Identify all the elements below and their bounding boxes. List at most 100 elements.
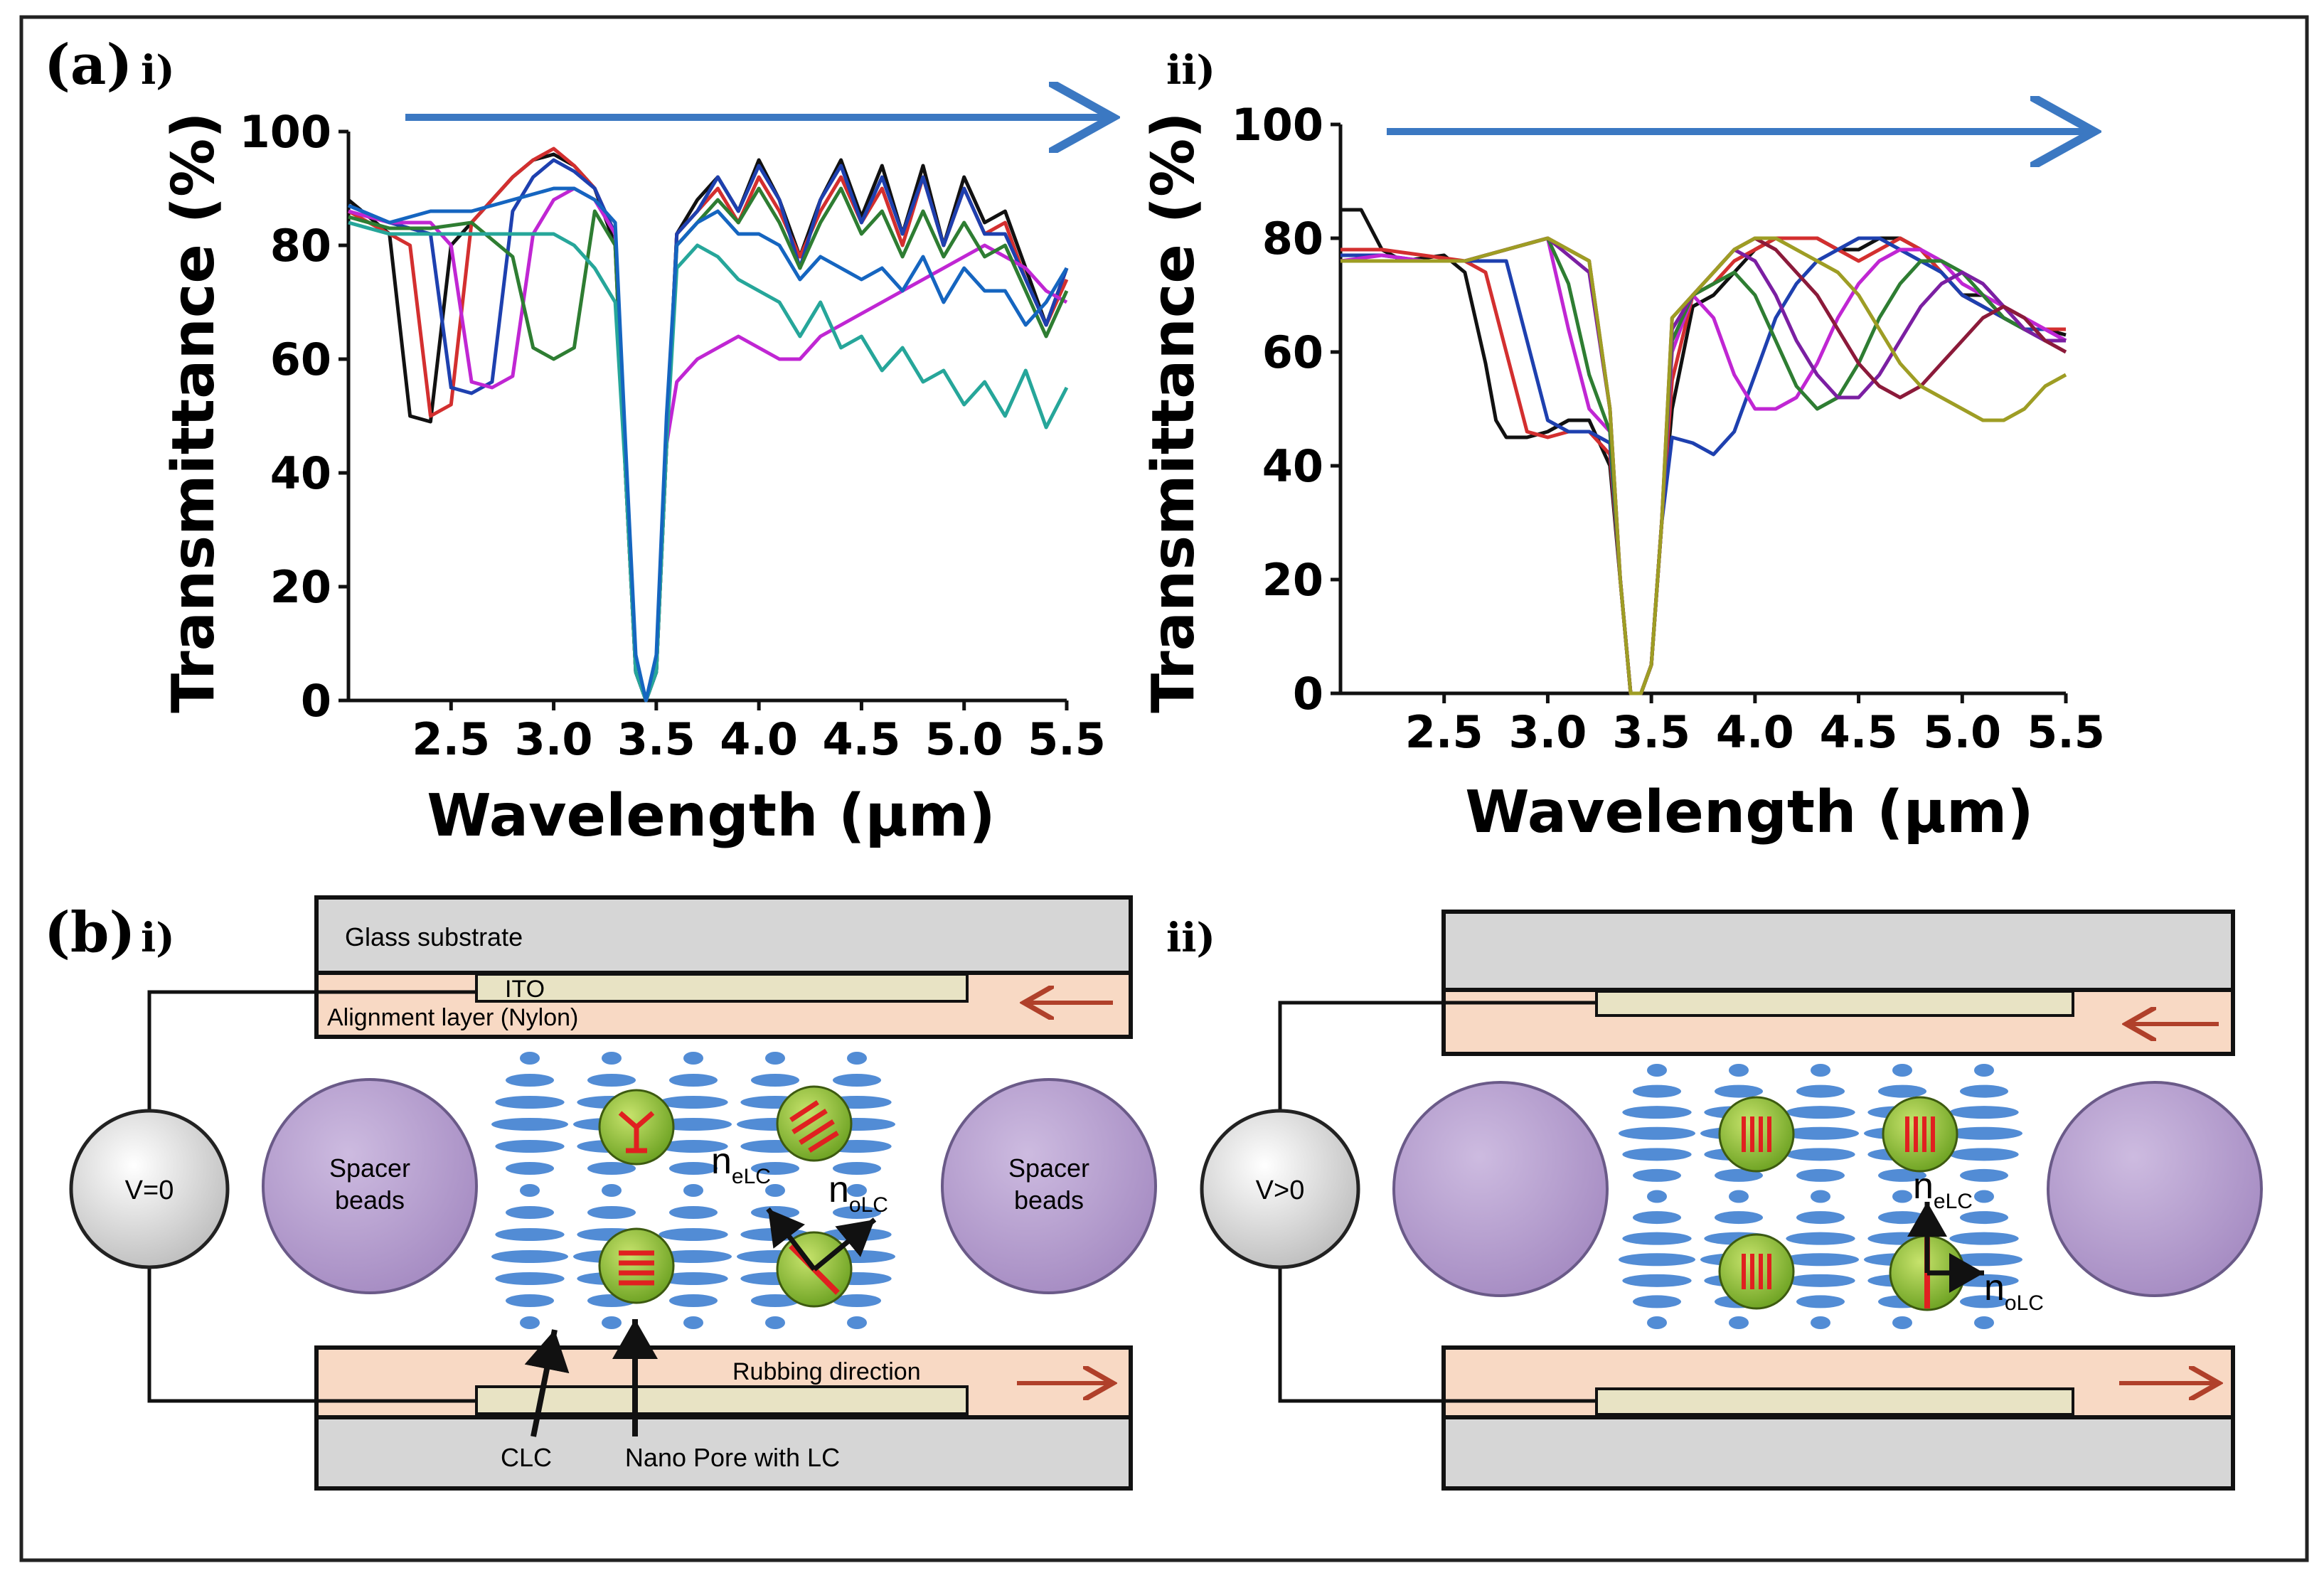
- spacer-label-line1: Spacer: [1008, 1153, 1089, 1183]
- panel-label-b-i: i): [141, 915, 175, 961]
- nano-pore: [598, 1089, 675, 1166]
- ito-electrode-bottom: [1595, 1387, 2074, 1416]
- lc-molecule: [683, 1184, 703, 1197]
- lc-molecule: [495, 1096, 565, 1109]
- series-line: [347, 152, 1069, 703]
- lc-molecule: [833, 1162, 881, 1175]
- lc-molecule: [1786, 1274, 1855, 1287]
- series-line: [348, 186, 1069, 703]
- lc-molecule: [1786, 1232, 1855, 1245]
- alignment-layer-label: Alignment layer (Nylon): [327, 1004, 578, 1031]
- x-tick-label: 4.5: [1820, 706, 1898, 758]
- lc-molecule: [669, 1206, 718, 1219]
- lc-molecule: [1633, 1295, 1681, 1308]
- y-tick-label: 40: [270, 447, 331, 499]
- wire-bottom: [147, 1267, 476, 1403]
- diagram-b-i: Glass substrate ITO Alignment layer (Nyl…: [69, 895, 1157, 1491]
- nano-pore: [1882, 1096, 1958, 1173]
- lc-molecule: [751, 1074, 799, 1087]
- lc-molecule: [495, 1140, 565, 1153]
- series-line: [1340, 236, 2066, 695]
- series-line: [348, 186, 1068, 703]
- lc-molecule: [659, 1272, 728, 1285]
- lc-molecule: [1878, 1084, 1926, 1098]
- lc-molecule: [1892, 1064, 1912, 1077]
- series-line: [348, 186, 1069, 703]
- lc-molecule: [683, 1316, 703, 1329]
- x-tick-label: 3.0: [1509, 706, 1587, 758]
- glass-substrate-bottom: [1441, 1415, 2235, 1491]
- lc-molecule: [602, 1184, 622, 1197]
- ito-electrode-bottom: [475, 1385, 969, 1415]
- lc-molecule: [602, 1316, 622, 1329]
- lc-molecule: [1622, 1106, 1692, 1119]
- glass-substrate-top: [1441, 910, 2235, 992]
- series-line: [1340, 236, 2067, 695]
- lc-molecule: [520, 1052, 540, 1065]
- lc-molecule: [1796, 1211, 1845, 1225]
- lc-molecule: [659, 1228, 728, 1241]
- lc-molecule: [847, 1184, 867, 1197]
- glass-substrate-bottom: [314, 1415, 1133, 1491]
- lc-molecule: [1622, 1232, 1692, 1245]
- lc-molecule: [1715, 1168, 1763, 1182]
- lc-molecule: [1974, 1064, 1994, 1077]
- n-e-label: neLC: [711, 1141, 771, 1188]
- lc-molecule: [751, 1294, 799, 1307]
- y-tick-label: 80: [270, 220, 331, 272]
- lc-molecule: [1974, 1316, 1994, 1329]
- x-tick-label: 3.5: [617, 713, 695, 765]
- spacer-label-line2: beads: [1014, 1185, 1084, 1215]
- y-tick-label: 20: [1262, 554, 1323, 606]
- lc-molecule: [506, 1074, 554, 1087]
- x-tick-label: 5.5: [1028, 713, 1106, 765]
- y-tick-label: 100: [240, 106, 331, 158]
- ito-electrode-top: [475, 973, 969, 1003]
- lc-molecule: [1974, 1190, 1994, 1203]
- lc-molecule: [1960, 1295, 2008, 1308]
- lc-molecule: [1796, 1168, 1845, 1182]
- x-axis-label: Wavelength (µm): [1465, 779, 2034, 846]
- lc-molecule: [1647, 1316, 1667, 1329]
- lc-molecule: [765, 1052, 785, 1065]
- lc-molecule: [1729, 1190, 1749, 1203]
- glass-substrate-label: Glass substrate: [345, 922, 523, 951]
- n-o-label: noLC: [1984, 1267, 2044, 1315]
- lc-molecule: [669, 1162, 718, 1175]
- lc-molecule: [491, 1118, 568, 1131]
- lc-molecule: [587, 1074, 636, 1087]
- x-axis-label: Wavelength (µm): [427, 782, 996, 850]
- y-tick-label: 60: [1262, 326, 1323, 378]
- lc-molecule: [1949, 1106, 2019, 1119]
- y-tick-label: 20: [270, 561, 331, 613]
- lc-molecule: [659, 1140, 728, 1153]
- lc-molecule: [847, 1316, 867, 1329]
- y-axis-label: Transmittance (%): [160, 112, 228, 713]
- lc-molecule: [520, 1184, 540, 1197]
- lc-molecule: [1622, 1148, 1692, 1161]
- lc-molecule: [1647, 1064, 1667, 1077]
- y-tick-label: 60: [270, 334, 331, 385]
- voltage-source: [69, 1109, 230, 1269]
- lc-molecule: [1878, 1168, 1926, 1182]
- n-e-vector: [766, 1207, 816, 1272]
- y-tick-label: 80: [1262, 213, 1323, 265]
- lc-molecule: [1811, 1064, 1830, 1077]
- lc-layer: [491, 1052, 895, 1329]
- spacer-bead-left: [1392, 1081, 1609, 1297]
- series-line: [348, 220, 1069, 703]
- y-tick-label: 0: [1293, 668, 1323, 720]
- nano-pore: [1718, 1233, 1795, 1310]
- y-tick-label: 100: [1232, 99, 1323, 151]
- alignment-layer-bottom: [1441, 1345, 2235, 1419]
- lc-molecule: [1949, 1232, 2019, 1245]
- lc-molecule: [1715, 1084, 1763, 1098]
- x-tick-label: 5.5: [2027, 706, 2105, 758]
- lc-molecule: [1633, 1211, 1681, 1225]
- x-tick-label: 3.0: [515, 713, 593, 765]
- panel-label-b: (b): [44, 900, 135, 965]
- lc-molecule: [683, 1052, 703, 1065]
- lc-molecule: [1892, 1316, 1912, 1329]
